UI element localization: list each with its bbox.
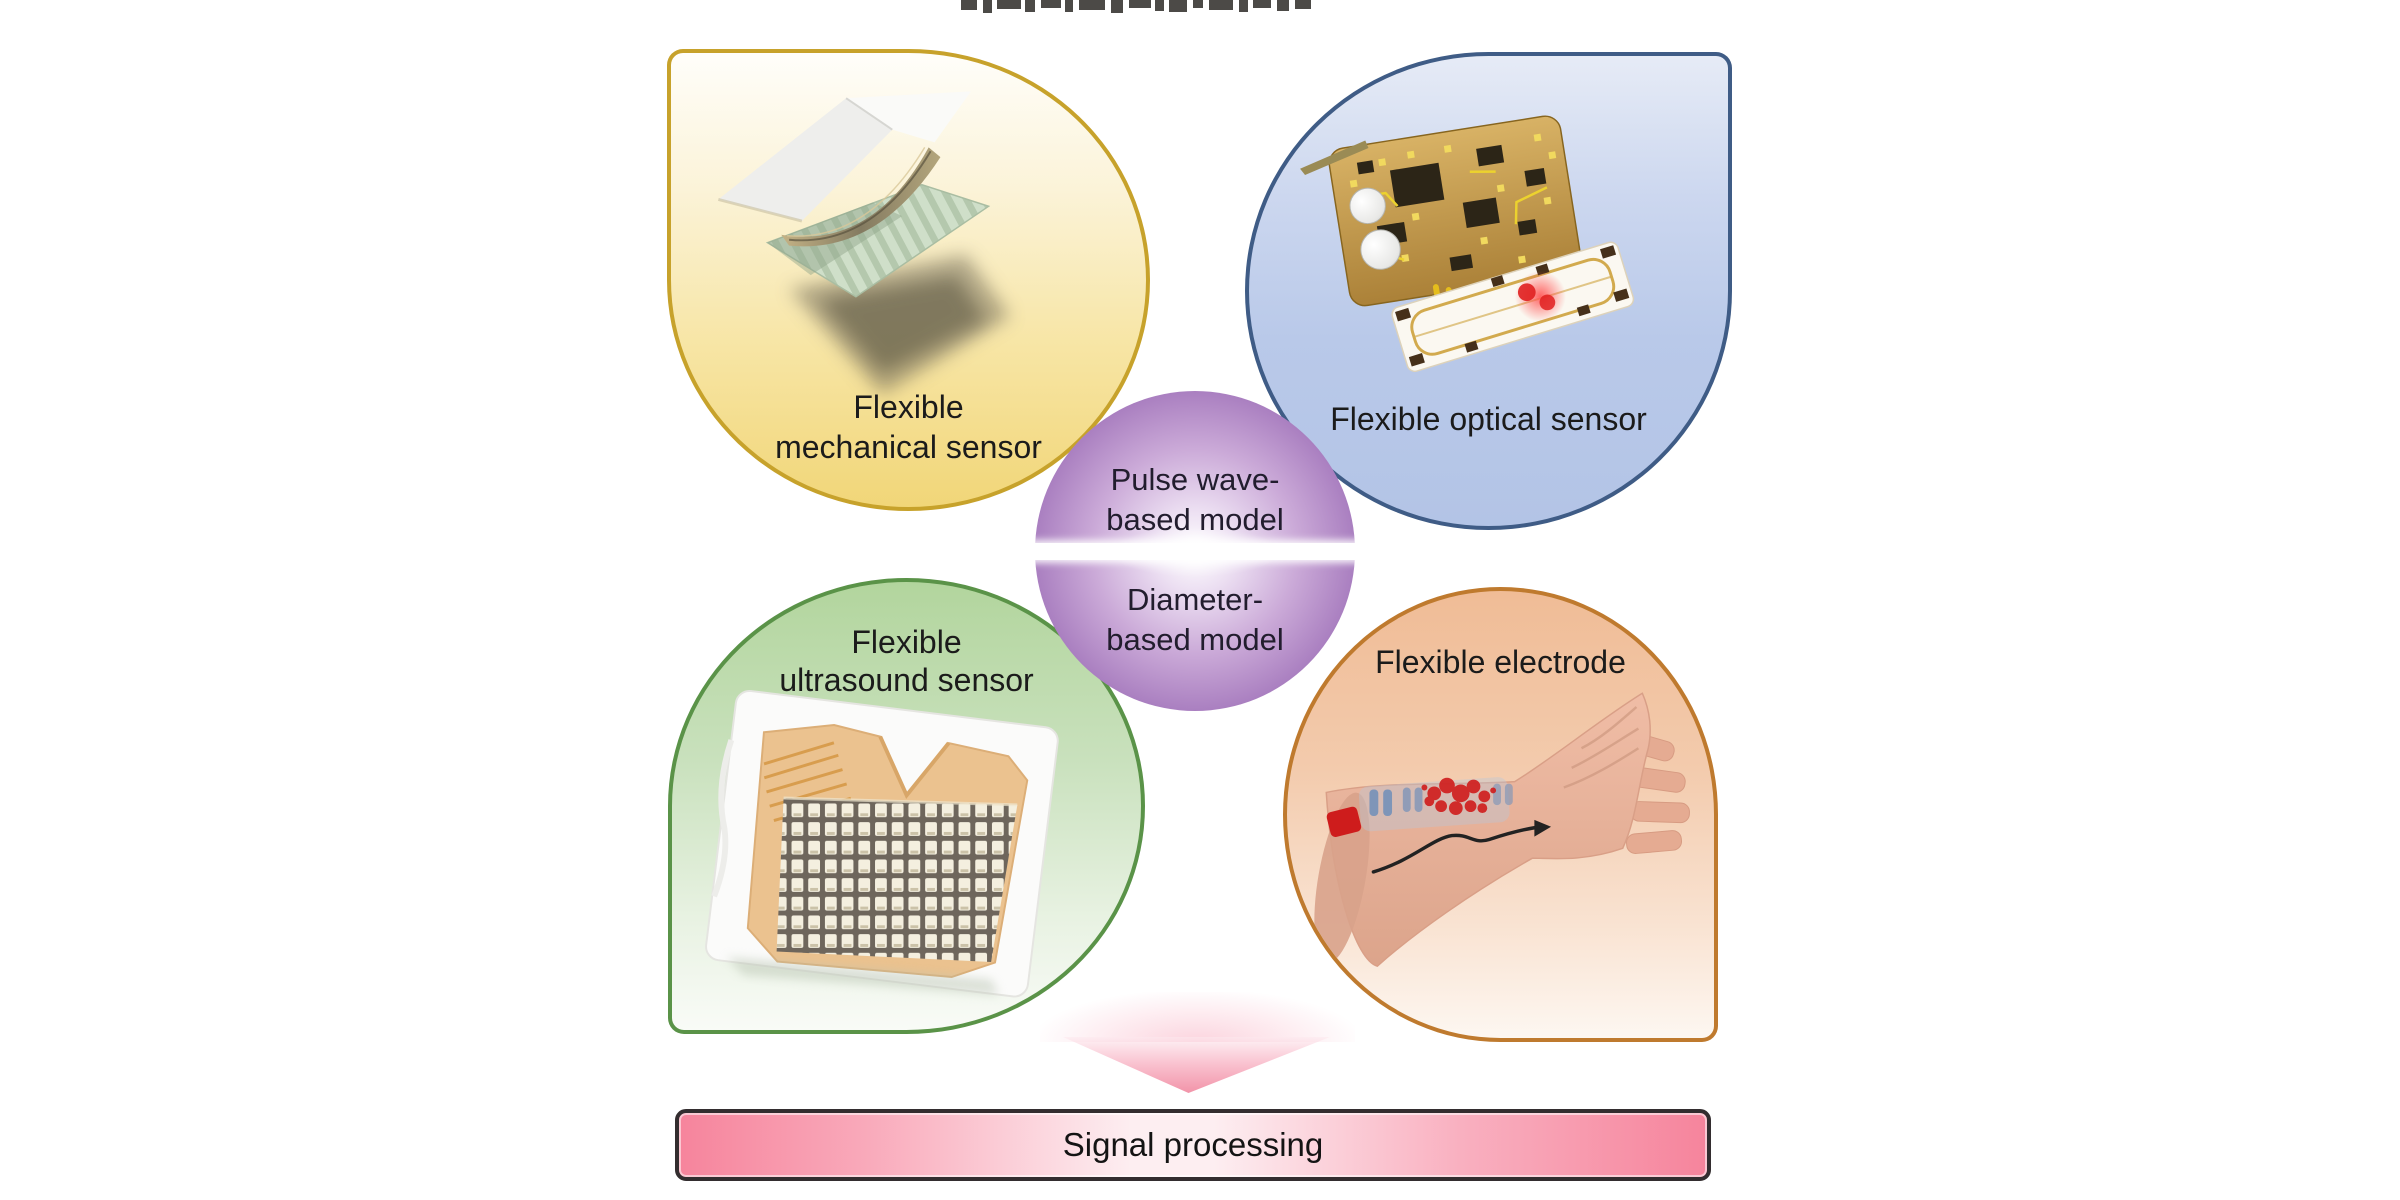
petal-mechanical-sensor: Flexible mechanical sensor bbox=[667, 49, 1150, 511]
ultrasound-label-line1: Flexible bbox=[851, 624, 962, 660]
signal-processing-bar: Signal processing bbox=[675, 1109, 1711, 1181]
center-model-circle: Pulse wave- based model Diameter- based … bbox=[1031, 391, 1359, 711]
signal-processing-label: Signal processing bbox=[1062, 1126, 1324, 1163]
electrode-arm-illustration bbox=[1314, 692, 1690, 967]
electrode-label: Flexible electrode bbox=[1287, 642, 1714, 682]
mechanical-label-line2: mechanical sensor bbox=[775, 429, 1042, 465]
down-arrow-icon bbox=[1063, 1037, 1330, 1093]
diameter-line1: Diameter- bbox=[1126, 582, 1264, 617]
divider-flare bbox=[1110, 527, 1280, 577]
pulse-wave-line2: based model bbox=[1106, 502, 1284, 537]
mechanical-label-line1: Flexible bbox=[853, 389, 964, 425]
diameter-model-label: Diameter- based model bbox=[1035, 580, 1355, 660]
petal-electrode: Flexible electrode bbox=[1283, 587, 1718, 1042]
electrode-label-line1: Flexible electrode bbox=[1375, 644, 1626, 680]
arrow-glow bbox=[1040, 992, 1355, 1042]
optical-label-line1: Flexible optical sensor bbox=[1330, 401, 1647, 437]
pulse-wave-model-label: Pulse wave- based model bbox=[1035, 460, 1355, 540]
cropped-text-artifact bbox=[961, 0, 1311, 13]
diameter-line2: based model bbox=[1106, 622, 1284, 657]
ultrasound-label-line2: ultrasound sensor bbox=[779, 662, 1034, 698]
ultrasound-sensor-label: Flexible ultrasound sensor bbox=[672, 623, 1141, 699]
optical-sensor-illustration bbox=[1300, 115, 1635, 373]
mechanical-sensor-illustration bbox=[717, 91, 1011, 395]
ultrasound-sensor-illustration bbox=[705, 689, 1059, 998]
petal-optical-sensor: Flexible optical sensor bbox=[1245, 52, 1732, 530]
petal-ultrasound-sensor: Flexible ultrasound sensor bbox=[668, 578, 1145, 1034]
optical-sensor-label: Flexible optical sensor bbox=[1249, 399, 1728, 439]
mechanical-sensor-label: Flexible mechanical sensor bbox=[671, 387, 1146, 467]
pulse-wave-line1: Pulse wave- bbox=[1110, 462, 1280, 497]
